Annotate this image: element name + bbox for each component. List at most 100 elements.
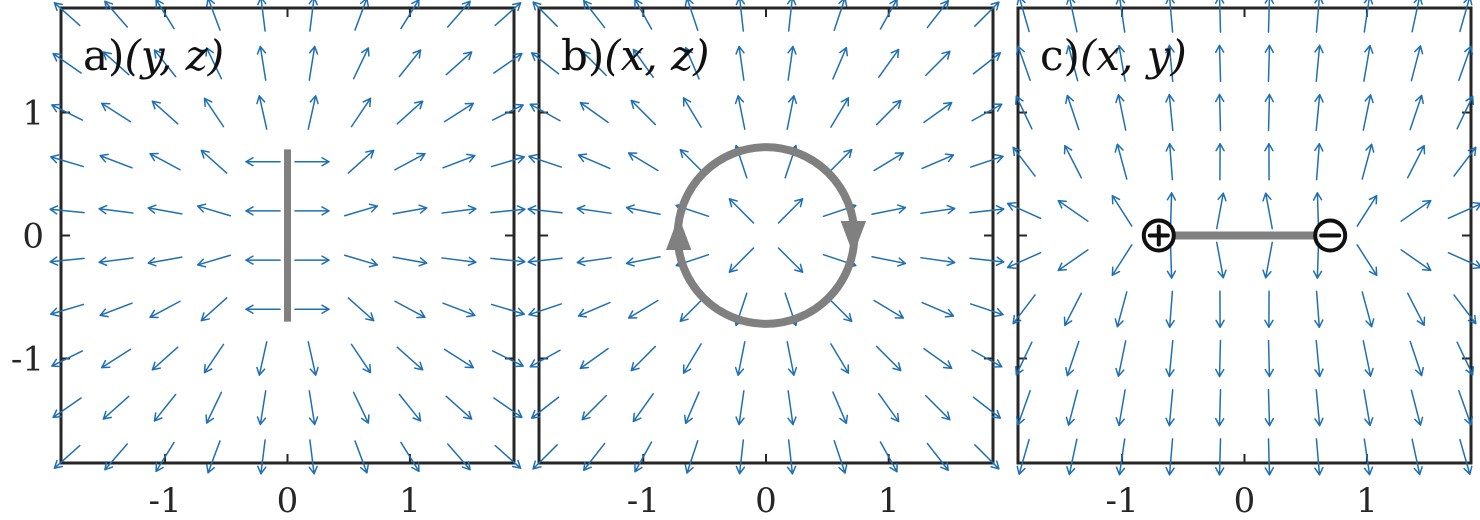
panel-c-field-arrow	[1362, 340, 1374, 377]
panel-b-field-arrow	[873, 299, 905, 319]
panel-b-field-arrow	[684, 391, 700, 425]
panel-b-field-arrow	[971, 103, 1003, 122]
panel-c-field-arrow	[1356, 244, 1378, 277]
panel-c-x-tick-label-1: 0	[1234, 481, 1256, 520]
panel-c-field-arrow	[1214, 438, 1225, 476]
panel-a-field-arrow	[441, 204, 477, 215]
panel-a-field-arrow	[392, 256, 428, 267]
panel-b-field-arrow	[530, 396, 560, 419]
panel-a-field-arrow	[394, 152, 426, 171]
panel-b-field-arrow	[728, 247, 755, 273]
panel-c-field-arrow	[1165, 0, 1175, 33]
panel-a-field-arrow	[197, 254, 232, 268]
panel-c-field-arrow	[1115, 44, 1126, 82]
panel-b-field-arrow	[879, 0, 898, 30]
panel-c-field-arrow	[1012, 294, 1036, 325]
panel-a-field-arrow	[245, 255, 281, 265]
panel-c-field-arrow	[1165, 339, 1175, 378]
panel-b-x-tick-label-1: 0	[755, 481, 777, 520]
panel-b-field-arrow	[527, 205, 563, 215]
panel-a-field-arrow	[307, 341, 319, 376]
panel-a-field-arrow	[490, 154, 525, 168]
panel-a-field-arrow	[350, 343, 372, 374]
panel-c-field-arrow	[1456, 95, 1474, 130]
panel-c-field-arrow	[1057, 249, 1089, 272]
panel-b-field-arrow	[634, 441, 653, 473]
panel-a-field-arrow	[308, 45, 319, 81]
panel-a-field-arrow	[200, 297, 228, 322]
panel-a-field-arrow	[101, 348, 132, 369]
panel-c-field-arrow	[1447, 202, 1480, 220]
panel-a-field-arrow	[396, 346, 424, 371]
panel-b-x-tick-label-0: -1	[627, 481, 660, 520]
panel-a-field-arrow	[49, 205, 85, 215]
panel-b-field-arrow	[969, 303, 1004, 317]
panel-b-field-arrow	[579, 347, 609, 370]
panel-c-field-arrow	[1264, 388, 1275, 427]
panel-a-field-arrow	[354, 440, 369, 474]
panel-c-field-arrow	[1400, 199, 1432, 222]
panel-b-field-arrow	[786, 0, 797, 32]
panel-c-field-arrow	[1165, 143, 1175, 181]
panel-a-field-arrow	[50, 303, 85, 317]
panel-b-field-arrow	[632, 48, 654, 78]
panel-a-field-arrow	[400, 441, 420, 473]
panel-c-field-arrow	[1115, 438, 1126, 476]
panel-b-field-arrow	[576, 256, 612, 267]
panel-c-field-arrow	[1165, 93, 1175, 132]
panel-c-field-arrow	[1363, 438, 1374, 476]
panel-a-field-arrow	[490, 205, 526, 215]
panel-c-field-arrow	[1165, 44, 1175, 83]
panel-b-field-arrow	[786, 95, 798, 130]
panel-a-field-arrow	[147, 204, 183, 215]
panel-c-field-arrow	[1410, 45, 1424, 82]
panel-c-field-arrow	[1264, 93, 1274, 132]
panel-c-field-arrow	[1215, 290, 1225, 329]
panel-b-field-arrow	[878, 48, 900, 78]
panel-a-field-arrow	[257, 0, 267, 32]
panel-a-x-tick-label-2: 1	[399, 481, 421, 520]
panel-b-field-arrow	[969, 154, 1004, 168]
panel-a-field-arrow	[155, 441, 175, 473]
panel-a-field-arrow	[256, 95, 268, 130]
panel-a-x-tick-label-0: -1	[149, 481, 182, 520]
panel-b-field-arrow	[833, 439, 848, 474]
panel-b-field-arrow	[630, 99, 657, 126]
panel-c-field-arrow	[1400, 249, 1432, 272]
panel-a-field-arrow	[493, 52, 523, 74]
panel-c-field-arrow	[1264, 438, 1275, 476]
panel-c-field-arrow	[1215, 142, 1225, 181]
panel-c-field-arrow	[1314, 388, 1324, 427]
panel-a-field-arrow	[308, 390, 319, 426]
panel-b-title-prefix: b)	[561, 31, 604, 80]
panel-a-field-arrow	[352, 47, 370, 80]
panel-a-field-arrow	[256, 341, 268, 376]
panel-a-field-arrow	[102, 51, 130, 76]
panel-b-field-arrow	[579, 101, 609, 124]
panel-c-field-arrow	[1006, 251, 1042, 269]
panel-c-field-arrow	[1063, 144, 1083, 179]
panel-a-field-arrow	[49, 256, 85, 266]
panel-a-field-arrow	[151, 346, 179, 371]
panel-b-field-arrow	[577, 301, 611, 318]
panel-a-x-tick-label-1: 0	[277, 481, 299, 520]
panel-c-field-arrow	[1111, 194, 1133, 227]
panel-a-field-arrow	[53, 2, 81, 27]
panel-a-field-arrow	[102, 395, 130, 420]
panel-b-field-arrow	[920, 204, 956, 215]
panel-b-field-arrow	[728, 198, 755, 224]
panel-b-frame	[537, 6, 995, 465]
panel-c-field-arrow	[1214, 44, 1225, 83]
panel-c-field-arrow	[1115, 0, 1126, 33]
panel-c-field-arrow	[1214, 0, 1225, 33]
panel-b-field-arrow	[679, 148, 706, 175]
panel-b-field-arrow	[577, 153, 611, 170]
panel-b-field-arrow	[786, 439, 797, 475]
panel-a-field-arrow	[149, 152, 181, 171]
panel-a-field-arrow	[442, 153, 476, 169]
panel-c-field-arrow	[1411, 0, 1423, 33]
panel-c-field-arrow	[1115, 94, 1127, 131]
panel-c-field-arrow	[1314, 143, 1324, 181]
